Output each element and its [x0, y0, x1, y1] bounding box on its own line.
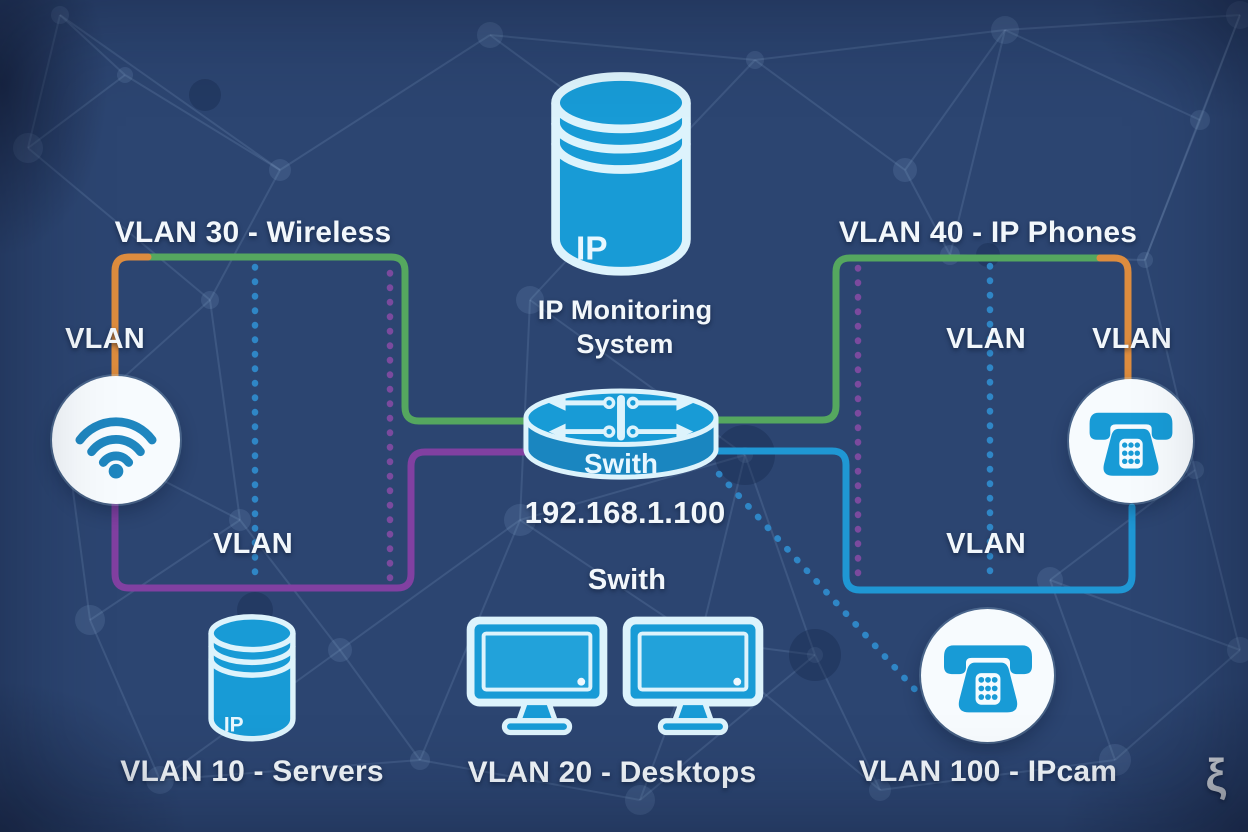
- database-icon: IP: [551, 72, 691, 276]
- desktops-title: VLAN 20 - Desktops: [467, 756, 757, 789]
- ipcam-node: [921, 609, 1054, 742]
- phones-title: VLAN 40 - IP Phones: [838, 216, 1138, 249]
- phone-icon: [943, 644, 1032, 712]
- phone-node: [1069, 379, 1193, 503]
- monitoring-label-line1: IP Monitoring: [537, 295, 713, 325]
- phone-icon: [1089, 412, 1173, 476]
- monitoring-label-line2: System: [576, 329, 674, 359]
- link-phone-blue: [706, 447, 1136, 594]
- monitor-icon: [622, 616, 764, 736]
- switch-sub-label: Swith: [587, 564, 667, 596]
- link-phones-orange: [1096, 254, 1132, 386]
- switch-face-label: Swith: [584, 448, 658, 479]
- squiggle-decoration: ξ: [1205, 749, 1227, 801]
- ipcam-vlan-label: VLAN: [946, 528, 1026, 560]
- monitoring-label: IP Monitoring System: [538, 293, 713, 361]
- link-wireless-orange: [111, 253, 152, 384]
- servers-title: VLAN 10 - Servers: [120, 755, 384, 788]
- servers-db-node: IP: [202, 606, 302, 746]
- servers-vlan-label: VLAN: [213, 528, 293, 560]
- db-ip-badge: IP: [224, 713, 244, 736]
- link-phones-green: [708, 254, 1112, 424]
- phones-vlan-label-a: VLAN: [946, 323, 1026, 355]
- link-wireless-green: [136, 253, 538, 425]
- monitor-icon: [466, 616, 608, 736]
- wifi-node: [52, 376, 180, 504]
- phones-vlan-label-b: VLAN: [1092, 323, 1172, 355]
- wireless-vlan-label: VLAN: [65, 323, 145, 355]
- db-ip-badge: IP: [576, 231, 608, 268]
- switch-ip-address: 192.168.1.100: [524, 495, 726, 530]
- database-icon: IP: [208, 614, 296, 742]
- switch-icon: Swith: [523, 388, 719, 480]
- desktops-node: [464, 614, 766, 739]
- wireless-title: VLAN 30 - Wireless: [114, 216, 392, 249]
- wifi-icon: [75, 417, 157, 479]
- monitoring-db-node: IP: [540, 62, 702, 280]
- link-servers-purple: [111, 448, 536, 592]
- ipcam-title: VLAN 100 - IPcam: [858, 755, 1118, 788]
- switch-node: Swith: [522, 386, 720, 491]
